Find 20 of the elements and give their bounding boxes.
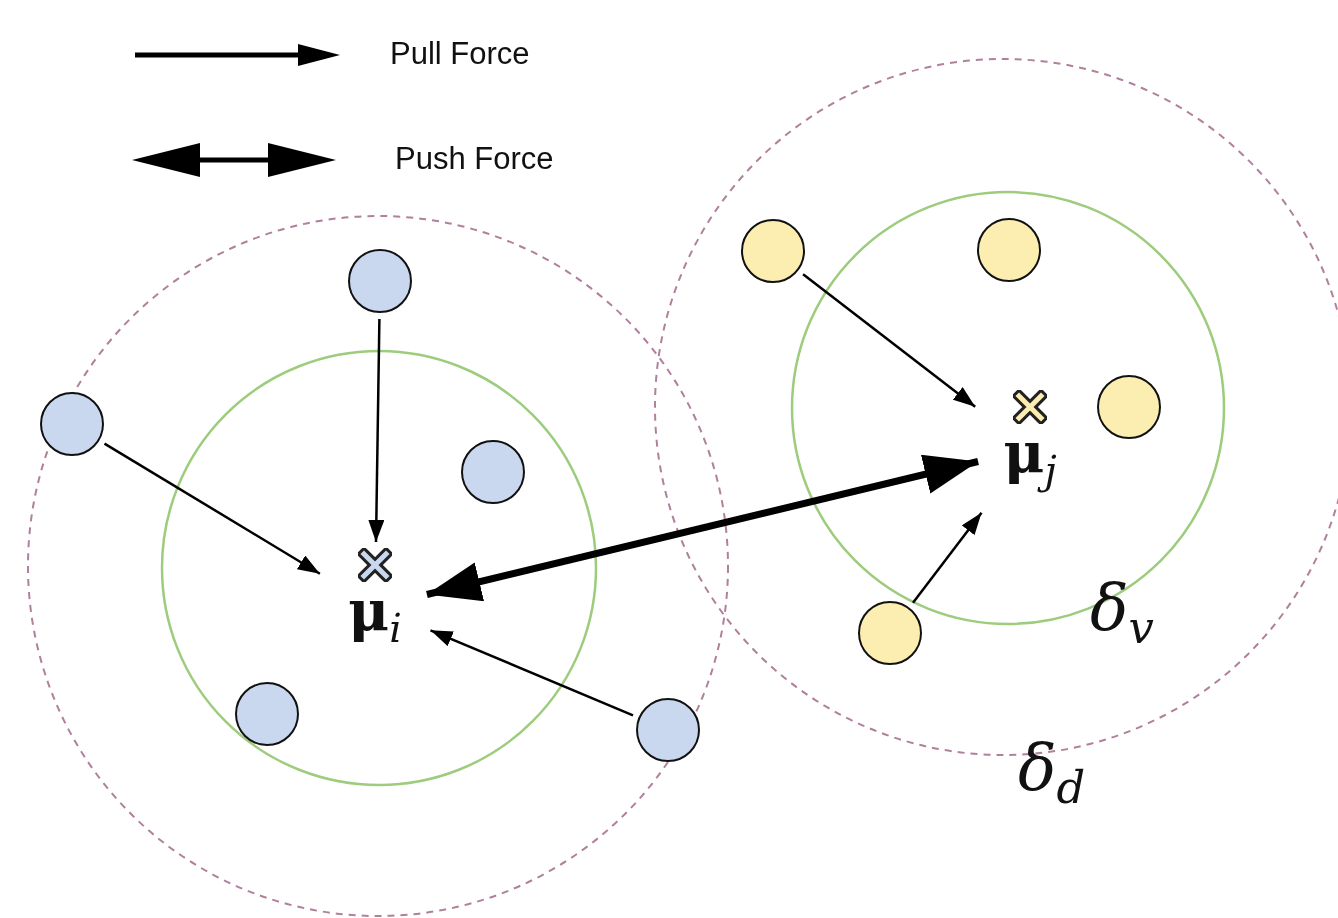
pull-force-arrow xyxy=(430,629,634,717)
radius-label: δ$_{d}$ xyxy=(1018,735,1086,811)
centroid-label: μ$_{j}$ xyxy=(1003,424,1057,491)
data-point-circle xyxy=(461,440,525,504)
data-point-circle xyxy=(40,392,104,456)
pull-force-arrow xyxy=(103,442,321,575)
centroid-label: μ$_{i}$ xyxy=(348,582,402,649)
data-point-circle xyxy=(858,601,922,665)
pull-force-arrow xyxy=(368,318,385,543)
data-point-circle xyxy=(636,698,700,762)
data-point-circle xyxy=(741,219,805,283)
pull-force-arrow xyxy=(912,512,983,604)
pull-force-arrow xyxy=(802,273,976,408)
data-point-circle xyxy=(1097,375,1161,439)
data-point-circle xyxy=(235,682,299,746)
push-force-arrow xyxy=(426,454,979,602)
legend-label: Push Force xyxy=(395,141,554,177)
data-point-circle xyxy=(348,249,412,313)
legend-label: Pull Force xyxy=(390,36,530,72)
data-point-circle xyxy=(977,218,1041,282)
